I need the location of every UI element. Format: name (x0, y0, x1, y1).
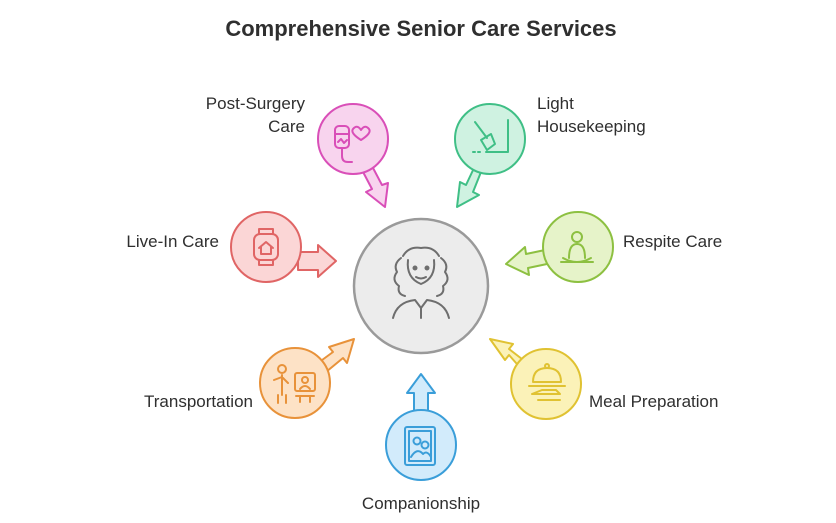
service-label-line: Transportation (144, 392, 253, 411)
connector-arrow (456, 167, 482, 208)
diagram-title: Comprehensive Senior Care Services (225, 16, 616, 41)
service-transportation: Transportation (144, 338, 355, 419)
service-companionship: Companionship (362, 373, 480, 513)
service-label-line: Care (268, 117, 305, 136)
service-meal-preparation: Meal Preparation (489, 338, 718, 420)
person-screen-icon (273, 364, 316, 404)
cloche-icon (528, 363, 566, 401)
service-label-line: Respite Care (623, 232, 722, 251)
connector-arrow (505, 246, 548, 276)
service-label-line: Light (537, 94, 574, 113)
service-post-surgery-care: Post-Surgery Care (206, 94, 389, 208)
connector-arrow (317, 338, 355, 373)
service-label-line: Housekeeping (537, 117, 646, 136)
photo-frame-people-icon (404, 426, 436, 466)
connector-arrow (406, 373, 436, 415)
service-live-in-care: Live-In Care (126, 211, 337, 283)
service-light-housekeeping: Light Housekeeping (454, 94, 646, 208)
connector-arrow (297, 244, 337, 278)
connector-arrow (361, 165, 389, 208)
service-respite-care: Respite Care (505, 211, 722, 283)
service-label-line: Meal Preparation (589, 392, 718, 411)
service-label-line: Companionship (362, 494, 480, 513)
home-watch-icon (253, 228, 279, 266)
broom-icon (472, 119, 509, 153)
iv-drip-heart-icon (334, 125, 371, 163)
senior-woman-icon (392, 246, 450, 319)
meditation-icon (560, 231, 594, 263)
center-node (352, 217, 490, 355)
service-label-line: Post-Surgery (206, 94, 306, 113)
service-label-line: Live-In Care (126, 232, 219, 251)
